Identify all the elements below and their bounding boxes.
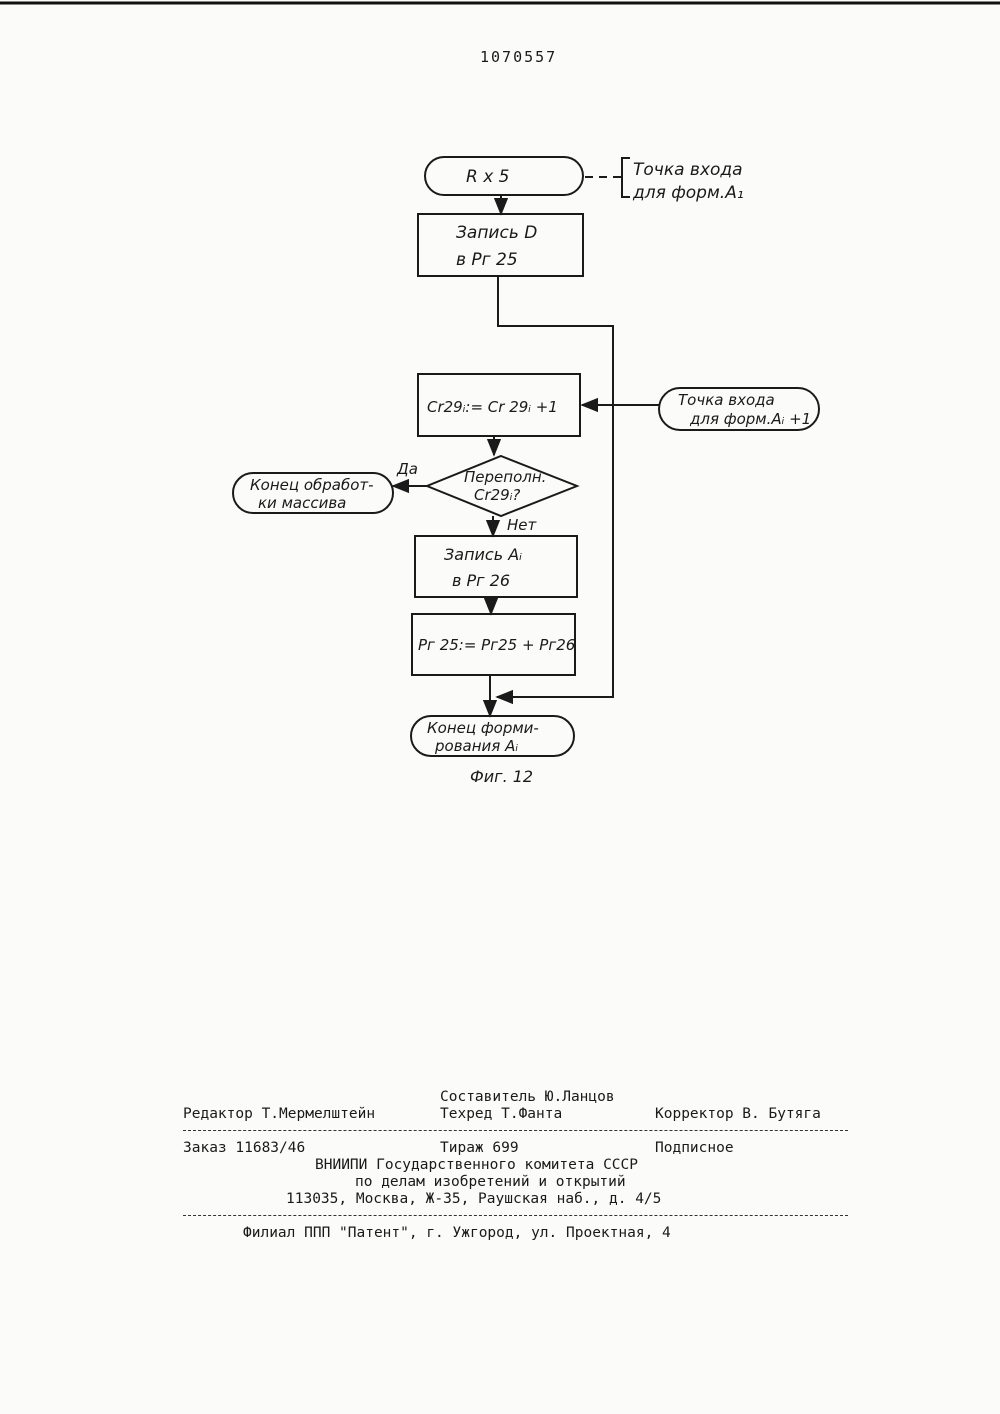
imprint-branch: Филиал ППП "Патент", г. Ужгород, ул. Про… bbox=[243, 1225, 671, 1241]
end-array-line1: Конец обработ- bbox=[250, 476, 374, 494]
entry-note-2-line2: для форм.Aᵢ +1 bbox=[689, 410, 811, 428]
block-write-d-line2: в Рг 25 bbox=[456, 250, 518, 270]
imprint-circulation: Тираж 699 bbox=[440, 1140, 519, 1156]
end-array-line2: ки массива bbox=[258, 494, 346, 512]
end-form-line1: Конец форми- bbox=[427, 719, 539, 737]
block-sum-text: Рг 25:= Рг25 + Рг26 bbox=[418, 636, 575, 654]
imprint-editor: Редактор Т.Мермелштейн bbox=[183, 1106, 375, 1122]
imprint-corrector: Корректор В. Бутяга bbox=[655, 1106, 821, 1122]
block-counter-text: Сr29ᵢ:= Cr 29ᵢ +1 bbox=[427, 398, 558, 416]
imprint-org-line1: ВНИИПИ Государственного комитета СССР bbox=[315, 1157, 638, 1173]
block-write-a-line1: Запись Aᵢ bbox=[444, 545, 522, 564]
label-yes: Да bbox=[396, 460, 418, 478]
imprint-org-line2: по делам изобретений и открытий bbox=[355, 1174, 626, 1190]
imprint-techred: Техред Т.Фанта bbox=[440, 1106, 562, 1122]
divider-2 bbox=[183, 1215, 848, 1216]
entry-note-1-bracket bbox=[622, 158, 630, 197]
figure-caption: Фиг. 12 bbox=[470, 767, 533, 786]
label-no: Нет bbox=[507, 516, 538, 534]
divider-1 bbox=[183, 1130, 848, 1131]
end-form-line2: рования Aᵢ bbox=[434, 737, 518, 755]
flowchart: R x 5 Точка входа для форм.A₁ Запись D в… bbox=[0, 0, 1000, 820]
entry-note-1-line2: для форм.A₁ bbox=[632, 183, 744, 203]
start-label: R x 5 bbox=[466, 167, 510, 187]
imprint-address: 113035, Москва, Ж-35, Раушская наб., д. … bbox=[286, 1191, 661, 1207]
decision-line2: Cr29ᵢ? bbox=[474, 486, 520, 504]
imprint-compiler: Составитель Ю.Ланцов bbox=[440, 1089, 615, 1105]
imprint-order: Заказ 11683/46 bbox=[183, 1140, 305, 1156]
decision-line1: Переполн. bbox=[464, 468, 546, 486]
entry-note-2-line1: Точка входа bbox=[678, 391, 775, 409]
block-write-d-line1: Запись D bbox=[456, 223, 537, 243]
imprint-subscription: Подписное bbox=[655, 1140, 734, 1156]
block-write-a-line2: в Рг 26 bbox=[452, 571, 510, 590]
entry-note-1-line1: Точка входа bbox=[633, 160, 743, 180]
